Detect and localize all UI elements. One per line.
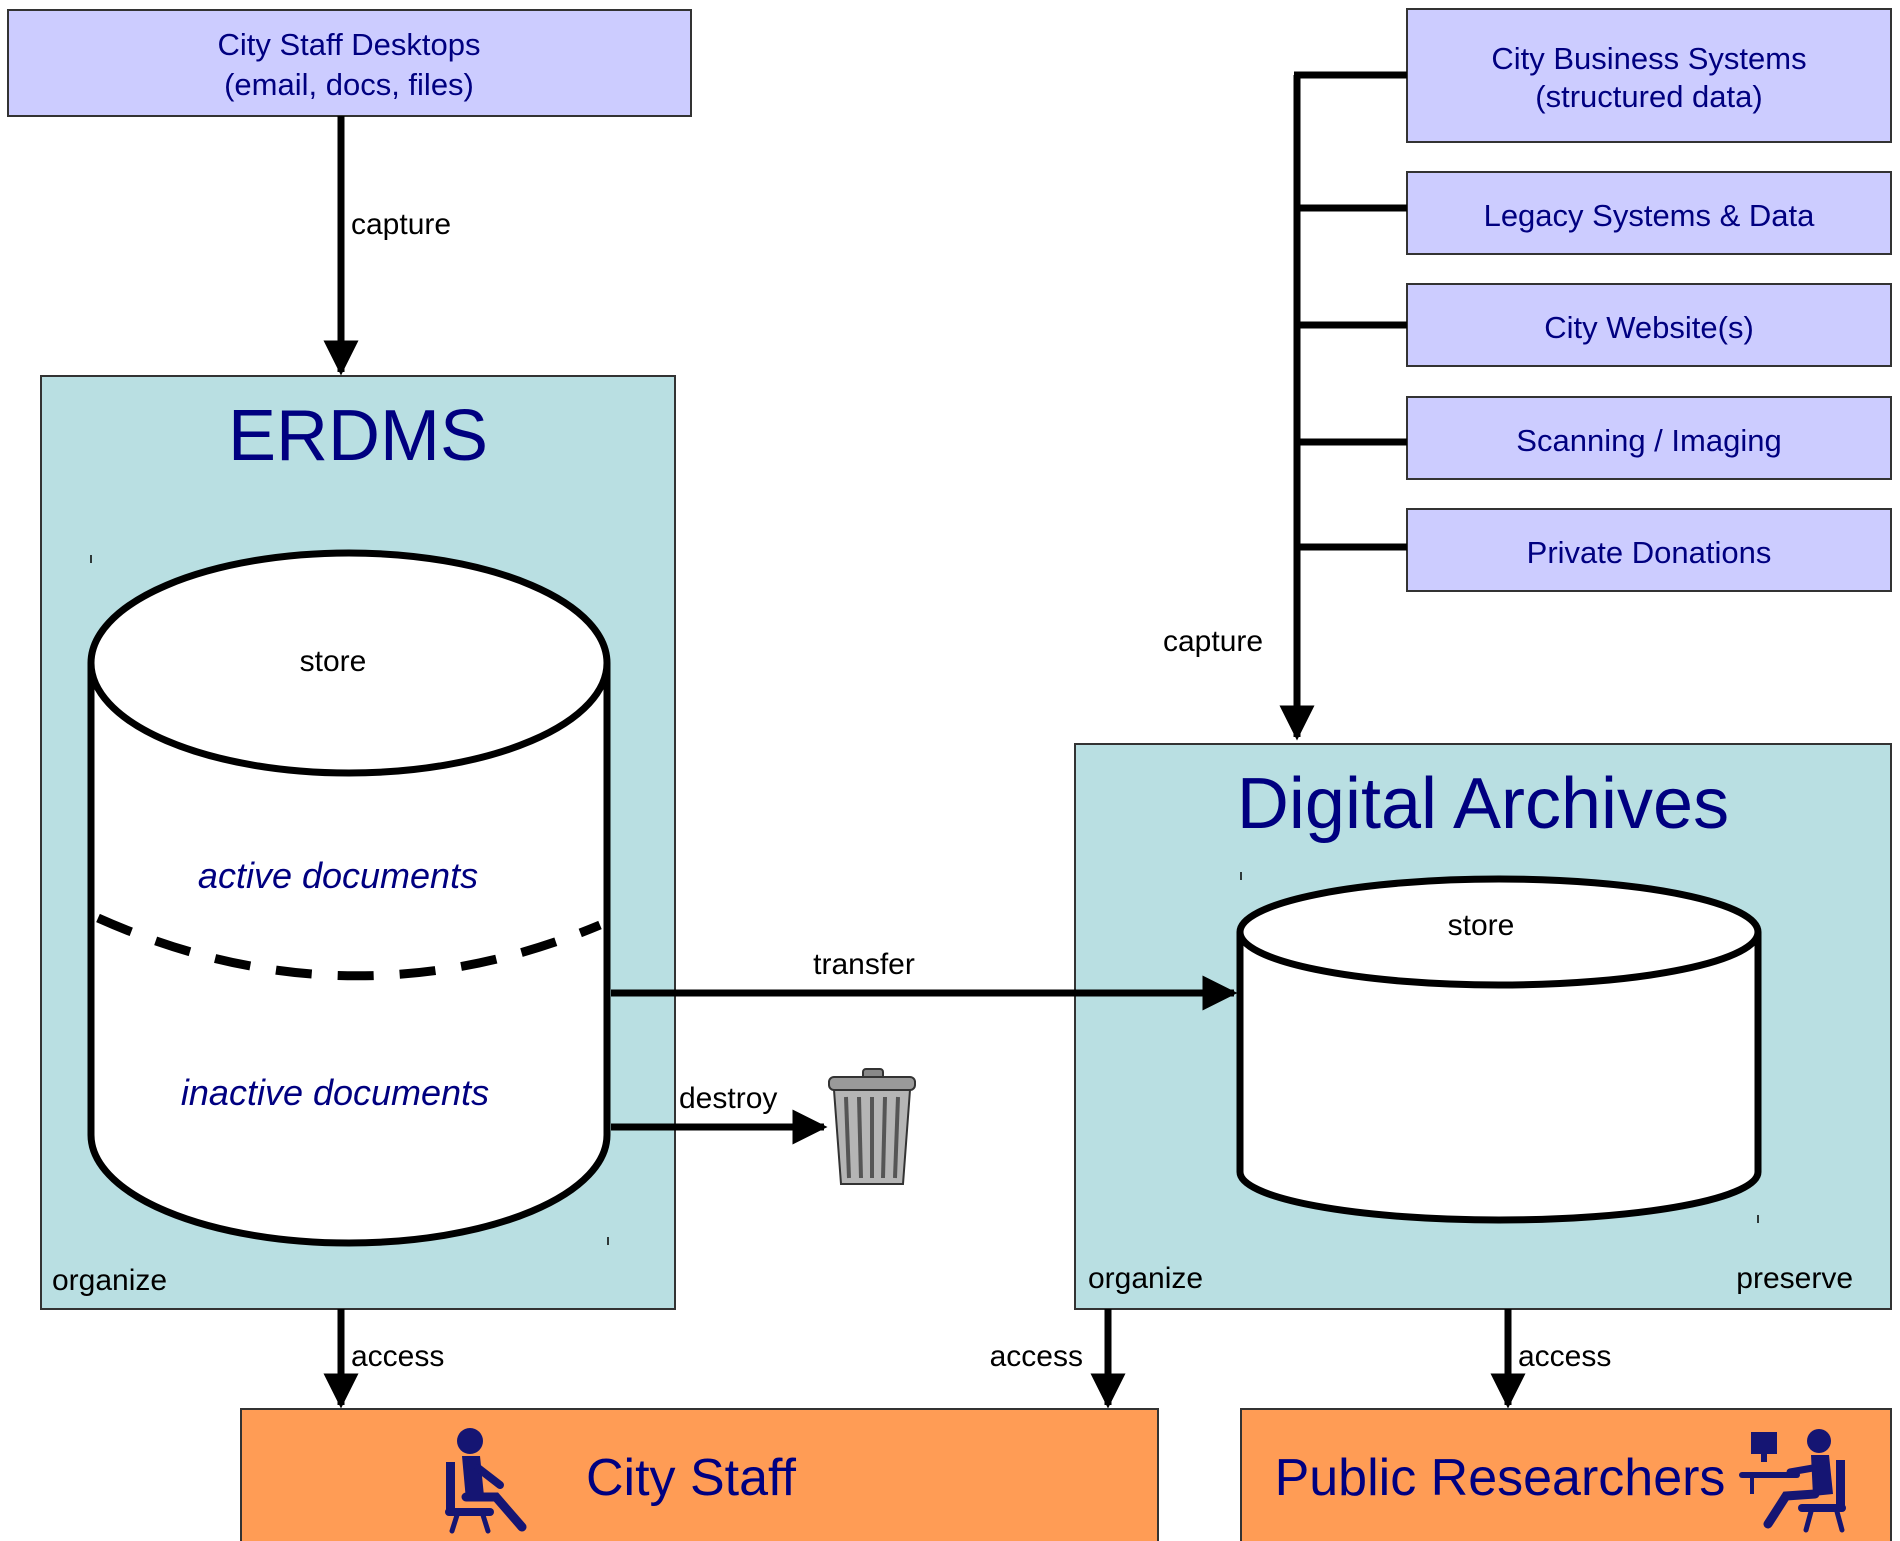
access-archives-staff-label: access: [990, 1340, 1083, 1373]
city-staff-label: City Staff: [586, 1449, 797, 1507]
access-archives-public-arrow: access: [1490, 1309, 1611, 1409]
active-inactive-divider: [96, 913, 602, 981]
archives-preserve-label: preserve: [1736, 1262, 1853, 1295]
erdms-store-cylinder: store active documents inactive document…: [87, 549, 611, 1247]
public-researchers-label: Public Researchers: [1275, 1449, 1726, 1507]
archives-store-label: store: [1448, 909, 1515, 942]
city-business-systems-box: City Business Systems (structured data): [1406, 8, 1892, 143]
city-staff-desktops-box: City Staff Desktops (email, docs, files): [7, 9, 692, 117]
capture-left-label: capture: [351, 208, 451, 241]
city-websites-box: City Website(s): [1406, 283, 1892, 367]
legacy-systems-label: Legacy Systems & Data: [1484, 198, 1816, 233]
access-erdms-label: access: [351, 1340, 444, 1373]
transfer-arrow: transfer: [611, 948, 1238, 1011]
capture-left-arrow: capture: [323, 116, 451, 376]
sitting-person-icon: [445, 1428, 527, 1534]
public-researchers-box: Public Researchers: [1240, 1408, 1892, 1541]
digital-archives-title: Digital Archives: [1237, 764, 1729, 844]
destroy-arrow: destroy: [611, 1082, 828, 1145]
scanning-imaging-box: Scanning / Imaging: [1406, 396, 1892, 480]
city-business-systems-sublabel: (structured data): [1535, 79, 1762, 114]
active-documents-label: active documents: [198, 855, 478, 896]
access-archives-staff-arrow: access: [990, 1309, 1126, 1409]
archives-organize-label: organize: [1088, 1262, 1203, 1295]
inactive-documents-label: inactive documents: [181, 1072, 489, 1113]
researcher-at-computer-icon: [1739, 1429, 1846, 1533]
erdms-organize-label: organize: [52, 1264, 167, 1297]
access-erdms-arrow: access: [323, 1309, 444, 1409]
trash-can-icon: [828, 1068, 916, 1185]
archives-store-cylinder: store: [1236, 875, 1762, 1224]
scanning-imaging-label: Scanning / Imaging: [1516, 423, 1781, 458]
city-websites-label: City Website(s): [1544, 310, 1754, 345]
city-staff-box: City Staff: [240, 1408, 1159, 1541]
erdms-title: ERDMS: [228, 396, 488, 476]
private-donations-box: Private Donations: [1406, 508, 1892, 592]
private-donations-label: Private Donations: [1527, 535, 1772, 570]
erdms-store-label: store: [300, 645, 367, 678]
city-staff-desktops-sublabel: (email, docs, files): [224, 67, 474, 102]
transfer-label: transfer: [813, 948, 915, 981]
city-staff-desktops-label: City Staff Desktops: [217, 27, 480, 62]
capture-right-bus: capture: [1163, 71, 1407, 741]
destroy-label: destroy: [679, 1082, 777, 1115]
city-business-systems-label: City Business Systems: [1491, 41, 1806, 76]
access-archives-public-label: access: [1518, 1340, 1611, 1373]
legacy-systems-box: Legacy Systems & Data: [1406, 171, 1892, 255]
capture-right-label: capture: [1163, 625, 1263, 658]
